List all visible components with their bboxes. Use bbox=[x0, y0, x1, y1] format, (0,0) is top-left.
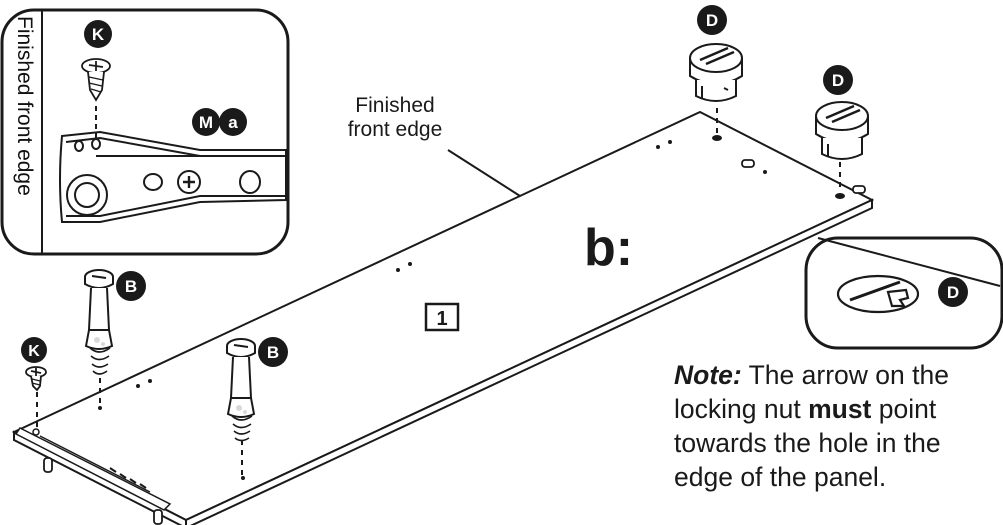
note-line-3: towards the hole in the bbox=[674, 428, 941, 458]
guide-lines bbox=[36, 108, 841, 476]
note-line-2: locking nut must point bbox=[674, 392, 999, 426]
note-text-3: point bbox=[871, 394, 937, 424]
callout-circles bbox=[21, 5, 968, 367]
callout-a-inset: a bbox=[228, 113, 238, 132]
note-emphasis: must bbox=[808, 394, 872, 424]
cam-lock-d-right bbox=[815, 101, 869, 160]
note-line-4: edge of the panel. bbox=[674, 462, 887, 492]
callout-m-inset: M bbox=[199, 113, 213, 132]
step-label: b: bbox=[584, 219, 634, 277]
screw-k-left bbox=[25, 366, 47, 392]
callout-letters: K M a B B K D D D bbox=[28, 11, 959, 362]
note-line-1: Note: The arrow on the bbox=[674, 358, 999, 392]
front-edge-label: Finished front edge bbox=[330, 94, 460, 142]
inset-cam-detail bbox=[804, 236, 1003, 350]
inset-bracket-detail bbox=[0, 8, 290, 256]
cam-lock-d-rear bbox=[689, 43, 743, 102]
panel-number: 1 bbox=[436, 308, 447, 330]
panel-pegs bbox=[43, 159, 866, 525]
callout-d-right: D bbox=[832, 71, 844, 90]
callout-b-left: B bbox=[125, 277, 137, 296]
panel-holes bbox=[98, 135, 845, 480]
panel-right-edge bbox=[185, 198, 873, 525]
panel-number-badge: 1 bbox=[424, 302, 460, 332]
inset-vertical-label: Finished front edge bbox=[13, 16, 36, 196]
front-edge-label-line2: front edge bbox=[347, 118, 443, 141]
dowel-b-center bbox=[226, 338, 256, 442]
front-edge-label-line1: Finished bbox=[355, 94, 435, 117]
note-title: Note: bbox=[674, 360, 742, 390]
callout-b-center: B bbox=[267, 343, 279, 362]
callout-d-detail: D bbox=[947, 283, 959, 302]
callout-k-left: K bbox=[28, 343, 40, 360]
note-text-2: locking nut bbox=[674, 394, 809, 424]
dowel-b-left bbox=[84, 269, 114, 375]
front-edge-leader bbox=[447, 149, 521, 197]
callout-d-rear: D bbox=[706, 11, 718, 30]
note-block: Note: The arrow on the locking nut must … bbox=[674, 358, 999, 494]
callout-k-inset: K bbox=[92, 25, 105, 44]
note-text-1: The arrow on the bbox=[741, 360, 949, 390]
bracket-strip bbox=[14, 427, 172, 511]
